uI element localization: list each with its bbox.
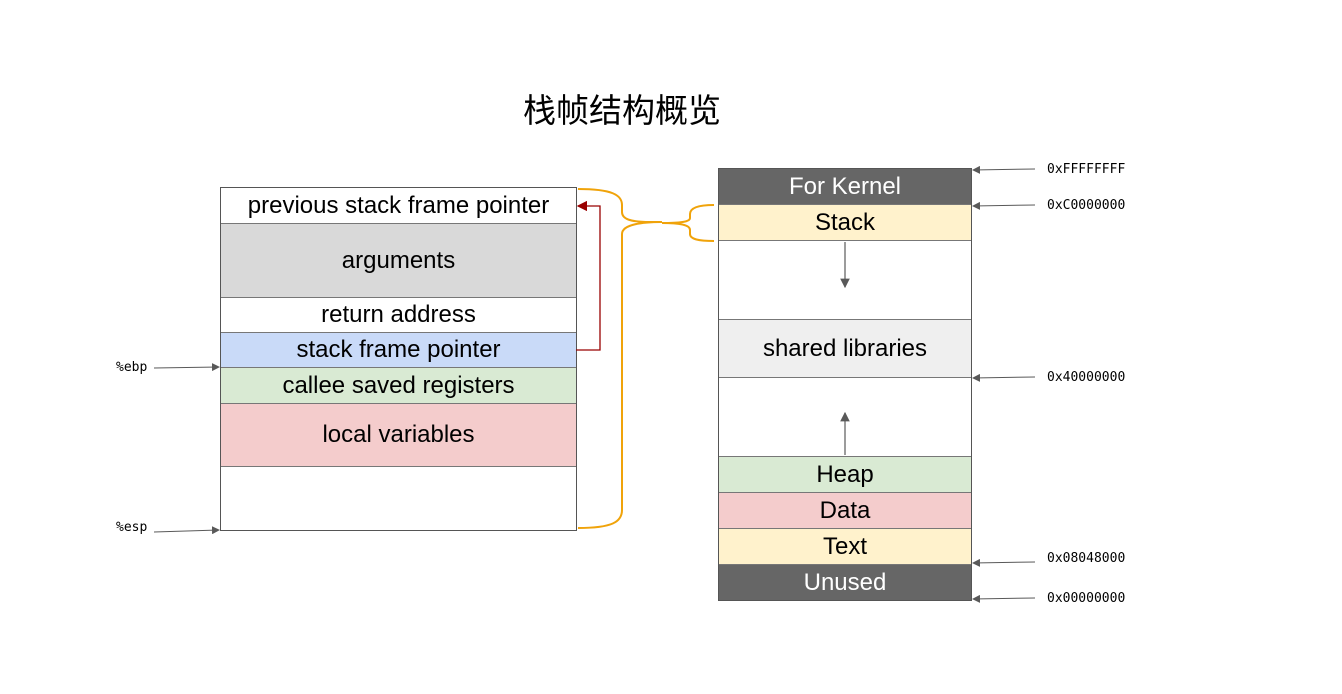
heap-segment: Heap <box>719 457 971 493</box>
address-kernel-top: 0xFFFFFFFF <box>1047 162 1126 177</box>
empty-stack-cell <box>221 467 576 530</box>
arguments-cell: arguments <box>221 224 576 298</box>
address-arrow-shared-libs <box>972 373 1036 382</box>
unused-segment: Unused <box>719 565 971 600</box>
local-variables-cell: local variables <box>221 404 576 467</box>
address-text-start: 0x08048000 <box>1047 551 1126 566</box>
frame-pointer-link-arrow <box>576 200 601 351</box>
address-stack-top: 0xC0000000 <box>1047 198 1126 213</box>
diagram-title: 栈帧结构概览 <box>523 91 721 130</box>
callee-saved-registers-cell: callee saved registers <box>221 368 576 404</box>
esp-register-label: %esp <box>116 520 148 535</box>
stack-segment-brace <box>661 204 715 242</box>
ebp-register-label: %ebp <box>116 360 148 375</box>
data-segment: Data <box>719 493 971 529</box>
return-address-cell: return address <box>221 298 576 333</box>
address-bottom: 0x00000000 <box>1047 591 1126 606</box>
kernel-segment: For Kernel <box>719 169 971 205</box>
address-arrow-text-start <box>972 558 1036 567</box>
stack-segment: Stack <box>719 205 971 241</box>
stack-frame-brace <box>577 188 663 529</box>
shared-libraries-segment: shared libraries <box>719 320 971 378</box>
esp-pointer-arrow <box>153 526 220 535</box>
address-shared-libs: 0x40000000 <box>1047 370 1126 385</box>
address-arrow-stack-top <box>972 201 1036 210</box>
stack-frame-pointer-cell: stack frame pointer <box>221 333 576 368</box>
stack-frame-diagram: previous stack frame pointer arguments r… <box>220 187 577 531</box>
address-arrow-kernel-top <box>972 165 1036 174</box>
ebp-pointer-arrow <box>153 363 220 372</box>
previous-stack-frame-pointer-cell: previous stack frame pointer <box>221 188 576 224</box>
address-arrow-bottom <box>972 594 1036 603</box>
text-segment: Text <box>719 529 971 565</box>
